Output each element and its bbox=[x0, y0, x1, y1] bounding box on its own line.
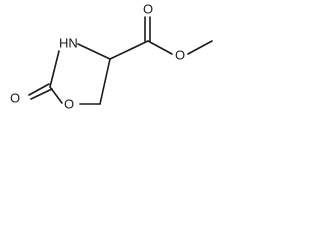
ring-carbonyl-oxygen-label: O bbox=[10, 90, 20, 105]
chemical-structure: HN O O O O bbox=[10, 1, 213, 111]
ring-oxygen-label: O bbox=[64, 96, 74, 111]
bond-c4-cester bbox=[109, 40, 149, 60]
bond-c2-o-double-a bbox=[28, 83, 50, 96]
bond-oester-methyl bbox=[187, 40, 213, 55]
bond-cester-oester bbox=[147, 40, 173, 55]
bond-c2-o-double-b bbox=[30, 88, 53, 100]
nh-label: HN bbox=[59, 35, 78, 50]
bond-n3-c4 bbox=[77, 43, 111, 60]
bond-c4-c5 bbox=[99, 58, 111, 105]
bond-c2-n3 bbox=[49, 50, 60, 88]
ester-oxygen-label: O bbox=[175, 47, 185, 62]
ester-carbonyl-oxygen-label: O bbox=[143, 1, 153, 16]
